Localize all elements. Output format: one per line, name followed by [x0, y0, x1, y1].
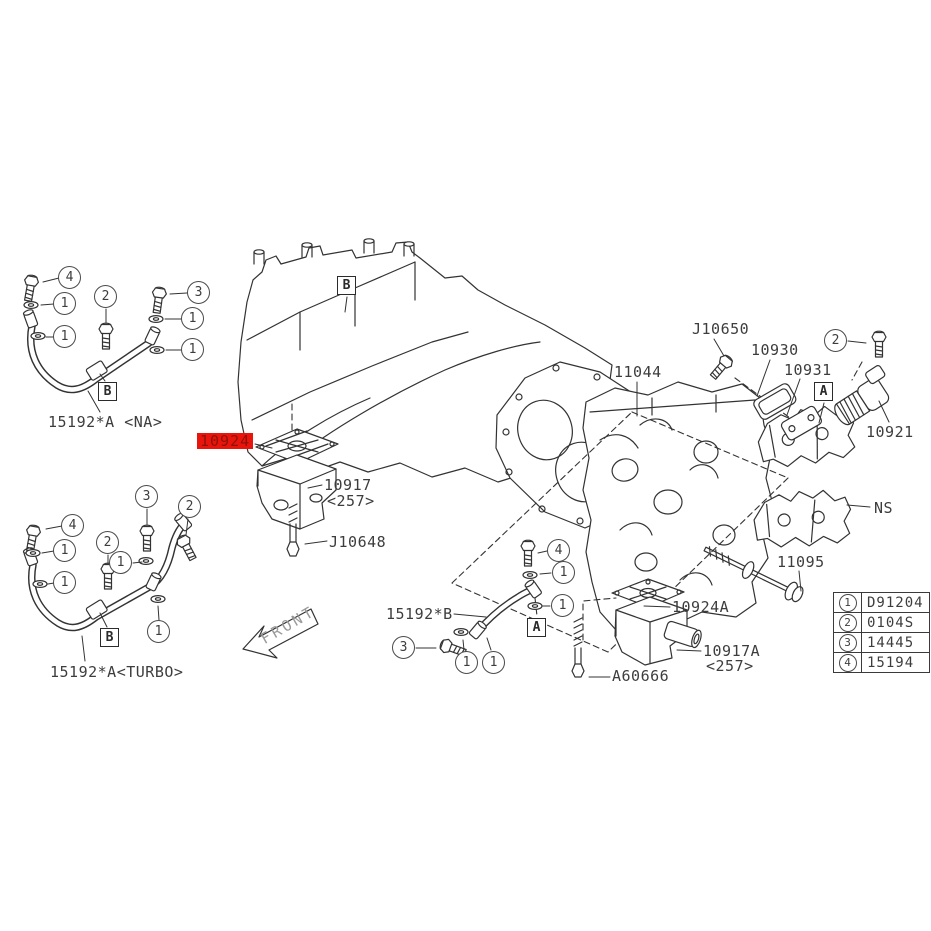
callout-2: 2: [178, 495, 201, 518]
part-label-10924-highlighted[interactable]: 10924: [197, 433, 254, 449]
legend-code-3: 14445: [861, 632, 930, 653]
callout-1: 1: [147, 620, 170, 643]
part-label-10917[interactable]: 10917: [324, 476, 372, 494]
bolt-j10650-drawing: [707, 352, 736, 383]
callout-1: 1: [552, 561, 575, 584]
legend-table: 1 D91204 2 0104S 3 14445 4 15194: [833, 592, 930, 673]
callout-2: 2: [824, 329, 847, 352]
dashed-guides: [291, 361, 863, 653]
part-label-10917-sub: <257>: [327, 492, 375, 510]
part-label-j10648[interactable]: J10648: [329, 533, 387, 551]
legend-row: 1 D91204: [833, 592, 930, 613]
callout-1: 1: [53, 539, 76, 562]
callout-2: 2: [94, 285, 117, 308]
part-label-15192a-turbo[interactable]: 15192*A<TURBO>: [50, 663, 184, 681]
part-label-10930[interactable]: 10930: [751, 341, 799, 359]
legend-code-4: 15194: [861, 652, 930, 673]
legend-row: 3 14445: [833, 632, 930, 653]
part-label-11095[interactable]: 11095: [777, 553, 825, 571]
part-label-10924a[interactable]: 10924A: [672, 598, 730, 616]
part-label-ns: NS: [874, 499, 894, 517]
callout-4: 4: [58, 266, 81, 289]
pipe-na-drawing: [20, 273, 168, 394]
part-label-10921[interactable]: 10921: [866, 423, 914, 441]
legend-num-4: 4: [838, 653, 857, 672]
ocv-10917a-drawing: [571, 578, 702, 678]
part-label-j10650[interactable]: J10650: [692, 320, 750, 338]
view-box-a: A: [814, 382, 833, 401]
callout-3: 3: [187, 281, 210, 304]
plate-10930-drawing: [753, 383, 797, 420]
callout-4: 4: [547, 539, 570, 562]
legend-row: 4 15194: [833, 652, 930, 673]
part-label-a60666[interactable]: A60666: [612, 667, 670, 685]
valve-10921-drawing: [834, 365, 890, 426]
legend-code-1: D91204: [861, 592, 930, 613]
callout-2: 2: [96, 531, 119, 554]
callout-1: 1: [53, 325, 76, 348]
front-arrow: [242, 608, 319, 659]
part-label-10917a[interactable]: 10917A: [703, 642, 761, 660]
part-label-10917a-sub: <257>: [706, 657, 754, 675]
legend-num-2: 2: [838, 613, 857, 632]
view-box-a: A: [527, 618, 546, 637]
callout-1: 1: [482, 651, 505, 674]
gasket-10931-drawing: [780, 405, 823, 441]
view-box-b: B: [337, 276, 356, 295]
bolt-j10648-drawing: [286, 503, 300, 557]
bolt-0104s-drawing: [871, 330, 887, 358]
callout-1: 1: [455, 651, 478, 674]
legend-row: 2 0104S: [833, 612, 930, 633]
callout-1: 1: [181, 338, 204, 361]
hose-b-drawing: [437, 539, 543, 660]
cylinder-head-drawing: [582, 381, 774, 631]
ocv-10917-drawing: [255, 428, 339, 557]
camshaft-brackets-drawing: [703, 330, 890, 603]
leader-lines: [40, 277, 890, 678]
pipe-turbo-drawing: [22, 511, 200, 632]
view-box-b: B: [98, 382, 117, 401]
part-label-10931[interactable]: 10931: [784, 361, 832, 379]
callout-4: 4: [61, 514, 84, 537]
callout-1: 1: [53, 292, 76, 315]
part-label-11044[interactable]: 11044: [614, 363, 662, 381]
callout-1: 1: [53, 571, 76, 594]
legend-num-1: 1: [838, 593, 857, 612]
callout-3: 3: [135, 485, 158, 508]
legend-num-3: 3: [838, 633, 857, 652]
callout-1: 1: [551, 594, 574, 617]
part-label-15192b[interactable]: 15192*B: [386, 605, 453, 623]
legend-code-2: 0104S: [861, 612, 930, 633]
callout-1: 1: [109, 551, 132, 574]
bolt-11095-drawing: [703, 546, 804, 603]
bolt-a60666-drawing: [571, 617, 585, 678]
view-box-b: B: [100, 628, 119, 647]
part-label-15192a-na[interactable]: 15192*A <NA>: [48, 413, 163, 431]
callout-3: 3: [392, 636, 415, 659]
callout-1: 1: [181, 307, 204, 330]
